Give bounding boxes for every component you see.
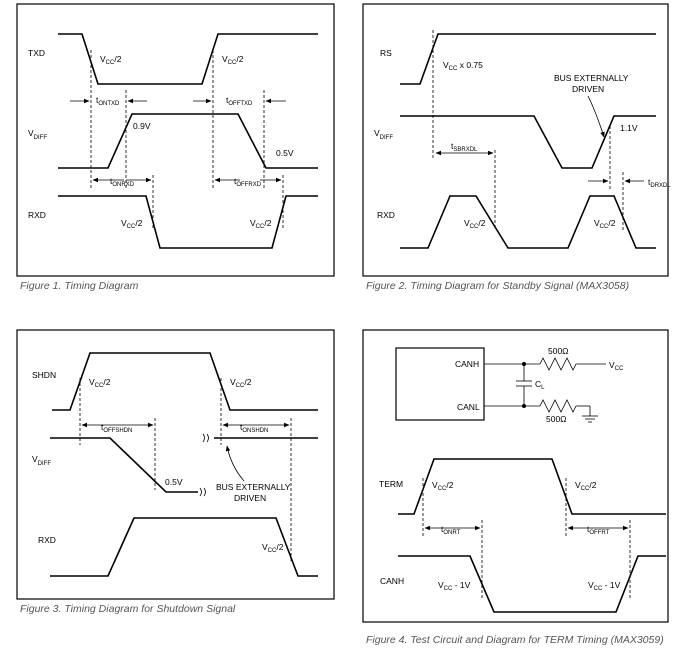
- rs-waveform: [400, 33, 656, 85]
- term-vcc-half-2: VCC/2: [575, 480, 597, 492]
- rxd-vcc-half-1: VCC/2: [121, 218, 143, 230]
- t-sbrxdl-label: tSBRXDL: [451, 141, 478, 153]
- bus-driven-pointer-arrow: [587, 95, 605, 138]
- bus-driven-pointer-arrow: [225, 445, 245, 482]
- v05-label: 0.5V: [276, 148, 294, 158]
- txd-vcc-half-1: VCC/2: [100, 54, 122, 66]
- term-vcc-half-1: VCC/2: [432, 480, 454, 492]
- vdiff-label: VDIFF: [28, 128, 47, 141]
- rxd-waveform: [50, 517, 318, 577]
- rxd-vcc-half-2: VCC/2: [250, 218, 272, 230]
- txd-vcc-half-2: VCC/2: [222, 54, 244, 66]
- rxd-vcc-half-2: VCC/2: [594, 218, 616, 230]
- term-waveform: [398, 458, 666, 515]
- rxd-vcc-half: VCC/2: [262, 542, 284, 554]
- bus-externally-driven-line1: BUS EXTERNALLY: [554, 73, 629, 83]
- t-drxdl-label: tDRXDL: [648, 177, 671, 189]
- rxd-label: RXD: [377, 210, 395, 220]
- vdiff-label: VDIFF: [374, 128, 393, 141]
- vcc-supply-label: VCC: [609, 360, 624, 372]
- rs-threshold-label: VCC x 0.75: [443, 60, 483, 72]
- rs-label: RS: [380, 48, 392, 58]
- figure-4-caption: Figure 4. Test Circuit and Diagram for T…: [366, 634, 664, 646]
- top-resistor: [539, 357, 577, 371]
- canl-pin-label: CANL: [457, 402, 480, 412]
- canh-threshold-2: VCC - 1V: [588, 580, 621, 592]
- bus-externally-driven-line1: BUS EXTERNALLY: [216, 482, 291, 492]
- v11-label: 1.1V: [620, 123, 638, 133]
- canh-pin-label: CANH: [455, 359, 479, 369]
- figure-1-caption: Figure 1. Timing Diagram: [20, 280, 139, 292]
- bus-externally-driven-line2: DRIVEN: [572, 84, 604, 94]
- shdn-label: SHDN: [32, 370, 56, 380]
- rxd-label: RXD: [38, 535, 56, 545]
- v05-label: 0.5V: [165, 477, 183, 487]
- canh-waveform: [398, 555, 666, 613]
- figure-1-frame: [16, 3, 335, 277]
- term-label: TERM: [379, 479, 403, 489]
- vdiff-waveform: [58, 113, 318, 169]
- figure-3-caption: Figure 3. Timing Diagram for Shutdown Si…: [20, 603, 236, 615]
- canh-label: CANH: [380, 576, 404, 586]
- figure-3: SHDN VDIFF RXD VCC/2 VCC/2 tOFFSHDN tONS…: [16, 329, 335, 615]
- vdiff-break-mark-right: [199, 487, 206, 497]
- figure-1: TXD VDIFF RXD VCC/2 VCC/2 tONTXD tOFFTXD…: [16, 3, 335, 292]
- figure-4-frame: [362, 329, 669, 623]
- figure-3-frame: [16, 329, 335, 600]
- t-onrt-label: tONRT: [441, 524, 461, 536]
- rxd-label: RXD: [28, 210, 46, 220]
- rxd-waveform: [400, 195, 656, 249]
- vdiff-break-mark-left: [202, 433, 209, 443]
- txd-label: TXD: [28, 48, 45, 58]
- shdn-vcc-half-1: VCC/2: [89, 377, 111, 389]
- shdn-waveform: [52, 352, 318, 411]
- shdn-vcc-half-2: VCC/2: [230, 377, 252, 389]
- vdiff-waveform: [400, 115, 656, 169]
- vdiff-label: VDIFF: [32, 454, 51, 467]
- canh-threshold-1: VCC - 1V: [438, 580, 471, 592]
- bus-externally-driven-line2: DRIVEN: [234, 493, 266, 503]
- figure-4: CANH CANL 500Ω VCC 500Ω CL TERM CANH VCC…: [362, 329, 669, 646]
- bottom-resistor: [539, 399, 577, 413]
- txd-waveform: [58, 33, 318, 85]
- t-onrxd-label: tONRXD: [110, 176, 135, 188]
- t-offtxd-label: tOFFTXD: [226, 95, 253, 107]
- t-offrxd-label: tOFFRXD: [234, 176, 262, 188]
- t-ontxd-label: tONTXD: [96, 95, 120, 107]
- device-block: [395, 347, 485, 421]
- figure-2: RS VDIFF RXD VCC x 0.75 BUS EXTERNALLY D…: [362, 3, 671, 292]
- top-resistor-value: 500Ω: [548, 346, 569, 356]
- figure-2-frame: [362, 3, 669, 277]
- v09-label: 0.9V: [133, 121, 151, 131]
- rxd-waveform: [58, 195, 318, 249]
- t-offshdn-label: tOFFSHDN: [101, 422, 132, 434]
- rxd-vcc-half-1: VCC/2: [464, 218, 486, 230]
- bottom-resistor-value: 500Ω: [546, 414, 567, 424]
- load-capacitor-label: CL: [535, 379, 545, 391]
- t-onshdn-label: tONSHDN: [240, 422, 268, 434]
- figure-2-caption: Figure 2. Timing Diagram for Standby Sig…: [366, 280, 629, 292]
- t-offrt-label: tOFFRT: [587, 524, 610, 536]
